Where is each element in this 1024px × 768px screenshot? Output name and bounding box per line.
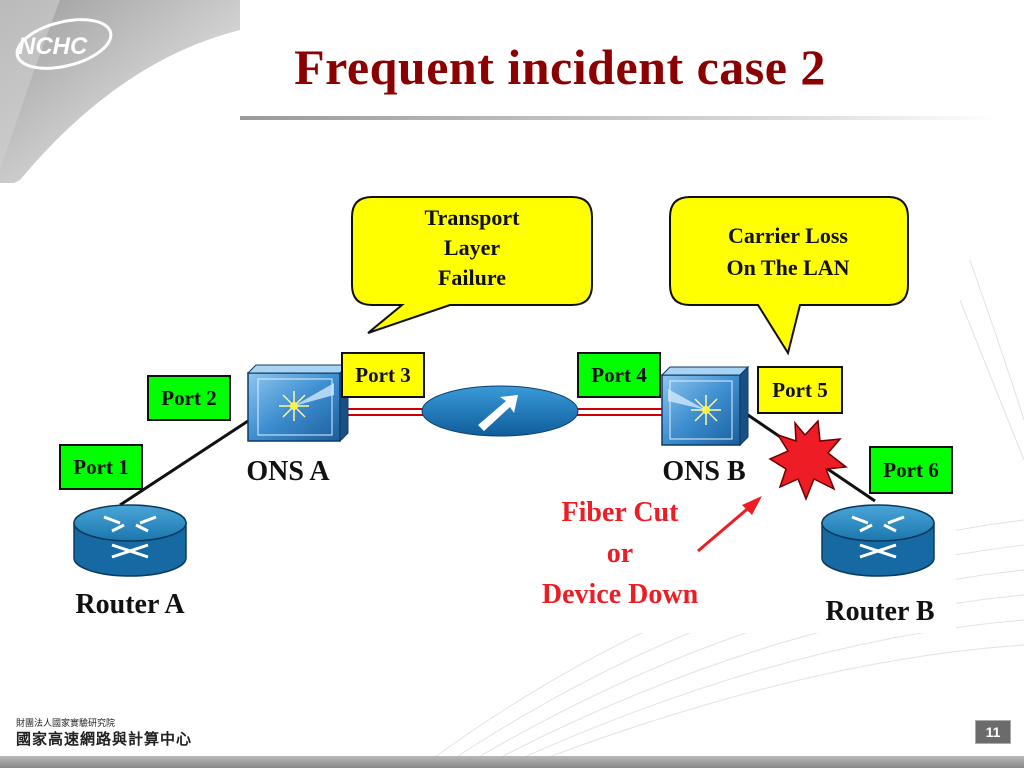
router-arrows-icon bbox=[103, 515, 157, 559]
transport-network-cloud bbox=[421, 385, 579, 437]
callout-line: Failure bbox=[438, 265, 506, 290]
arrow-icon bbox=[478, 395, 518, 431]
device-label-ons-b: ONS B bbox=[662, 456, 745, 487]
network-diagram: Transport Layer Failure Carrier Loss On … bbox=[0, 183, 956, 633]
svg-text:Port 2: Port 2 bbox=[161, 386, 216, 410]
fault-label-line: Fiber Cut bbox=[562, 497, 680, 528]
fault-burst-icon bbox=[768, 419, 848, 502]
callout-line: Transport bbox=[425, 205, 521, 230]
slide-title: Frequent incident case 2 bbox=[294, 39, 826, 95]
title-divider bbox=[240, 116, 1000, 120]
callout-line: Carrier Loss bbox=[728, 223, 848, 248]
svg-text:NCHC: NCHC bbox=[18, 33, 88, 60]
port-label-1: Port 1 bbox=[59, 444, 143, 490]
callout-carrier-loss: Carrier Loss On The LAN bbox=[669, 196, 909, 356]
footer-organization: 財團法人國家實驗研究院 國家高速網路與計算中心 bbox=[16, 718, 192, 748]
device-label-router-a: Router A bbox=[75, 589, 185, 620]
link-router-a-ons-a bbox=[119, 419, 249, 507]
callout-transport-layer-failure: Transport Layer Failure bbox=[351, 196, 593, 334]
port-label-6: Port 6 bbox=[869, 446, 953, 494]
nchc-logo: NCHC bbox=[15, 18, 113, 70]
ons-a-device bbox=[246, 363, 350, 443]
footer-org-line1: 財團法人國家實驗研究院 bbox=[16, 719, 116, 729]
device-label-ons-a: ONS A bbox=[246, 456, 330, 487]
ons-b-device bbox=[660, 365, 750, 447]
port-label-2: Port 2 bbox=[147, 375, 231, 421]
fault-pointer-arrow bbox=[697, 503, 753, 553]
router-a-device bbox=[73, 504, 187, 577]
callout-line: Layer bbox=[444, 235, 500, 260]
router-b-device bbox=[821, 504, 935, 577]
fault-label-line: Device Down bbox=[542, 579, 699, 610]
bottom-band bbox=[0, 756, 1024, 768]
fault-label-line: or bbox=[607, 538, 633, 569]
svg-text:Port 5: Port 5 bbox=[772, 378, 827, 402]
svg-text:Port 4: Port 4 bbox=[591, 363, 647, 387]
svg-text:Port 1: Port 1 bbox=[73, 455, 128, 479]
port-label-4: Port 4 bbox=[577, 352, 661, 398]
fault-annotation: Fiber Cut or Device Down bbox=[542, 496, 762, 610]
port-label-5: Port 5 bbox=[757, 366, 843, 414]
svg-text:Port 6: Port 6 bbox=[883, 458, 938, 482]
page-number: 11 bbox=[975, 720, 1011, 744]
device-label-router-b: Router B bbox=[825, 596, 934, 627]
callout-line: On The LAN bbox=[726, 255, 849, 280]
svg-text:Port 3: Port 3 bbox=[355, 363, 410, 387]
port-label-3: Port 3 bbox=[341, 352, 425, 398]
footer-org-line2: 國家高速網路與計算中心 bbox=[16, 730, 193, 748]
router-arrows-icon bbox=[851, 515, 905, 559]
